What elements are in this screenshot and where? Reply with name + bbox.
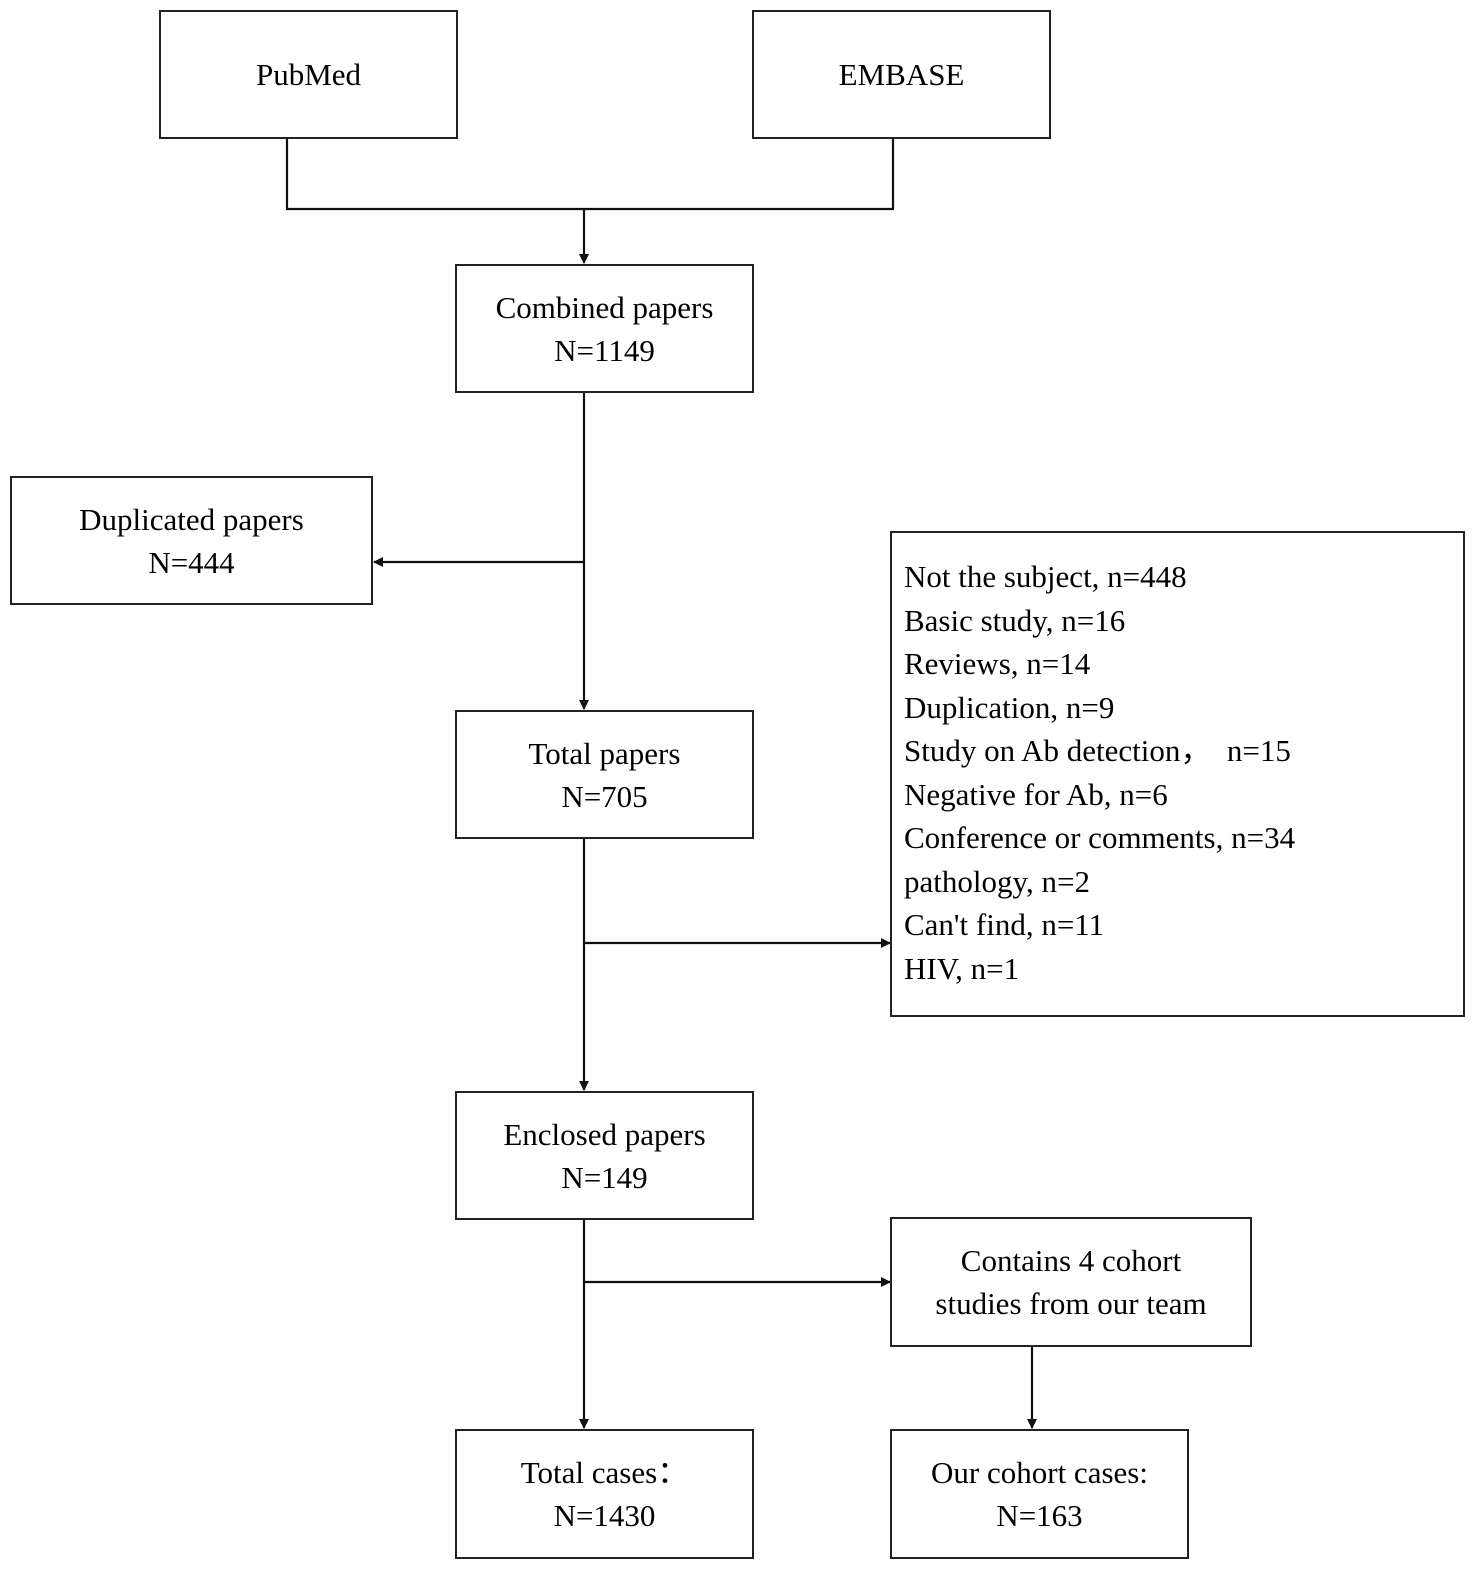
duplicated-papers-box: Duplicated papers N=444 (10, 476, 373, 605)
exclusion-reason: Negative for Ab, n=6 (904, 776, 1168, 812)
enclosed-papers-count: N=149 (561, 1159, 648, 1195)
pubmed-box: PubMed (159, 10, 458, 139)
total-papers-label: Total papers (528, 735, 681, 771)
cohort-studies-line2: studies from our team (935, 1286, 1207, 1321)
combined-papers-label: Combined papers (495, 289, 714, 325)
cohort-studies-line1: Contains 4 cohort (960, 1243, 1182, 1278)
embase-label: EMBASE (838, 57, 965, 92)
exclusion-reason: Basic study, n=16 (904, 602, 1126, 638)
total-cases-box: Total cases： N=1430 (455, 1429, 754, 1559)
exclusion-reason: Duplication, n=9 (904, 689, 1115, 725)
connector-sources-merge (285, 138, 895, 211)
embase-box: EMBASE (752, 10, 1051, 139)
combined-papers-count: N=1149 (554, 332, 655, 368)
combined-papers-box: Combined papers N=1149 (455, 264, 754, 393)
total-cases-label: Total cases： (520, 1455, 689, 1490)
exclusion-reason: Can't find, n=11 (904, 907, 1105, 942)
total-cases-count: N=1430 (553, 1498, 656, 1533)
pubmed-label: PubMed (255, 57, 362, 92)
total-papers-box: Total papers N=705 (455, 710, 754, 839)
exclusion-reason: Conference or comments, n=34 (904, 820, 1296, 855)
duplicated-papers-count: N=444 (148, 544, 235, 580)
exclusion-reason: Reviews, n=14 (904, 646, 1091, 681)
exclusion-reason: Study on Ab detection， n=15 (904, 733, 1291, 768)
exclusion-reasons-box: Not the subject, n=448 Basic study, n=16… (890, 531, 1465, 1017)
exclusion-reason: pathology, n=2 (904, 863, 1090, 899)
exclusion-reason: Not the subject, n=448 (904, 559, 1187, 594)
our-cohort-cases-count: N=163 (996, 1498, 1083, 1533)
our-cohort-cases-label: Our cohort cases: (931, 1455, 1148, 1490)
enclosed-papers-box: Enclosed papers N=149 (455, 1091, 754, 1220)
our-cohort-cases-box: Our cohort cases: N=163 (890, 1429, 1189, 1559)
enclosed-papers-label: Enclosed papers (503, 1116, 706, 1152)
duplicated-papers-label: Duplicated papers (79, 501, 304, 537)
exclusion-reason: HIV, n=1 (904, 950, 1020, 986)
cohort-studies-box: Contains 4 cohort studies from our team (890, 1217, 1252, 1347)
total-papers-count: N=705 (561, 778, 648, 814)
